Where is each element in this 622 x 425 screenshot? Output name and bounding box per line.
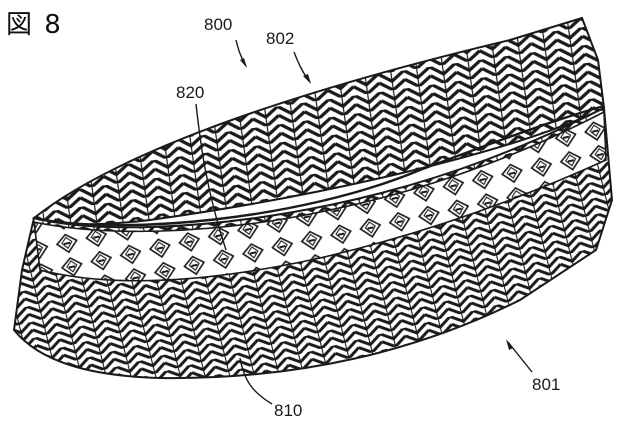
- leader-802: [294, 52, 311, 84]
- numeral-820: 820: [176, 83, 204, 102]
- numeral-800: 800: [204, 15, 232, 34]
- numeral-810: 810: [274, 401, 302, 420]
- leader-800: [236, 40, 247, 68]
- numeral-801: 801: [532, 375, 560, 394]
- numeral-802: 802: [266, 29, 294, 48]
- leader-801: [506, 339, 532, 372]
